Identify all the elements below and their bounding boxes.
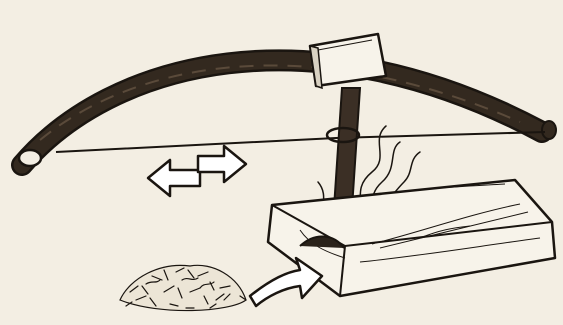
- bow-left-end: [19, 150, 41, 166]
- bowstring: [56, 132, 545, 152]
- tinder-bundle: [120, 265, 246, 310]
- left-right-motion-arrows: [148, 146, 246, 196]
- left-arrow-icon: [148, 160, 200, 196]
- bow-right-end: [542, 121, 556, 139]
- right-arrow-icon: [198, 146, 246, 182]
